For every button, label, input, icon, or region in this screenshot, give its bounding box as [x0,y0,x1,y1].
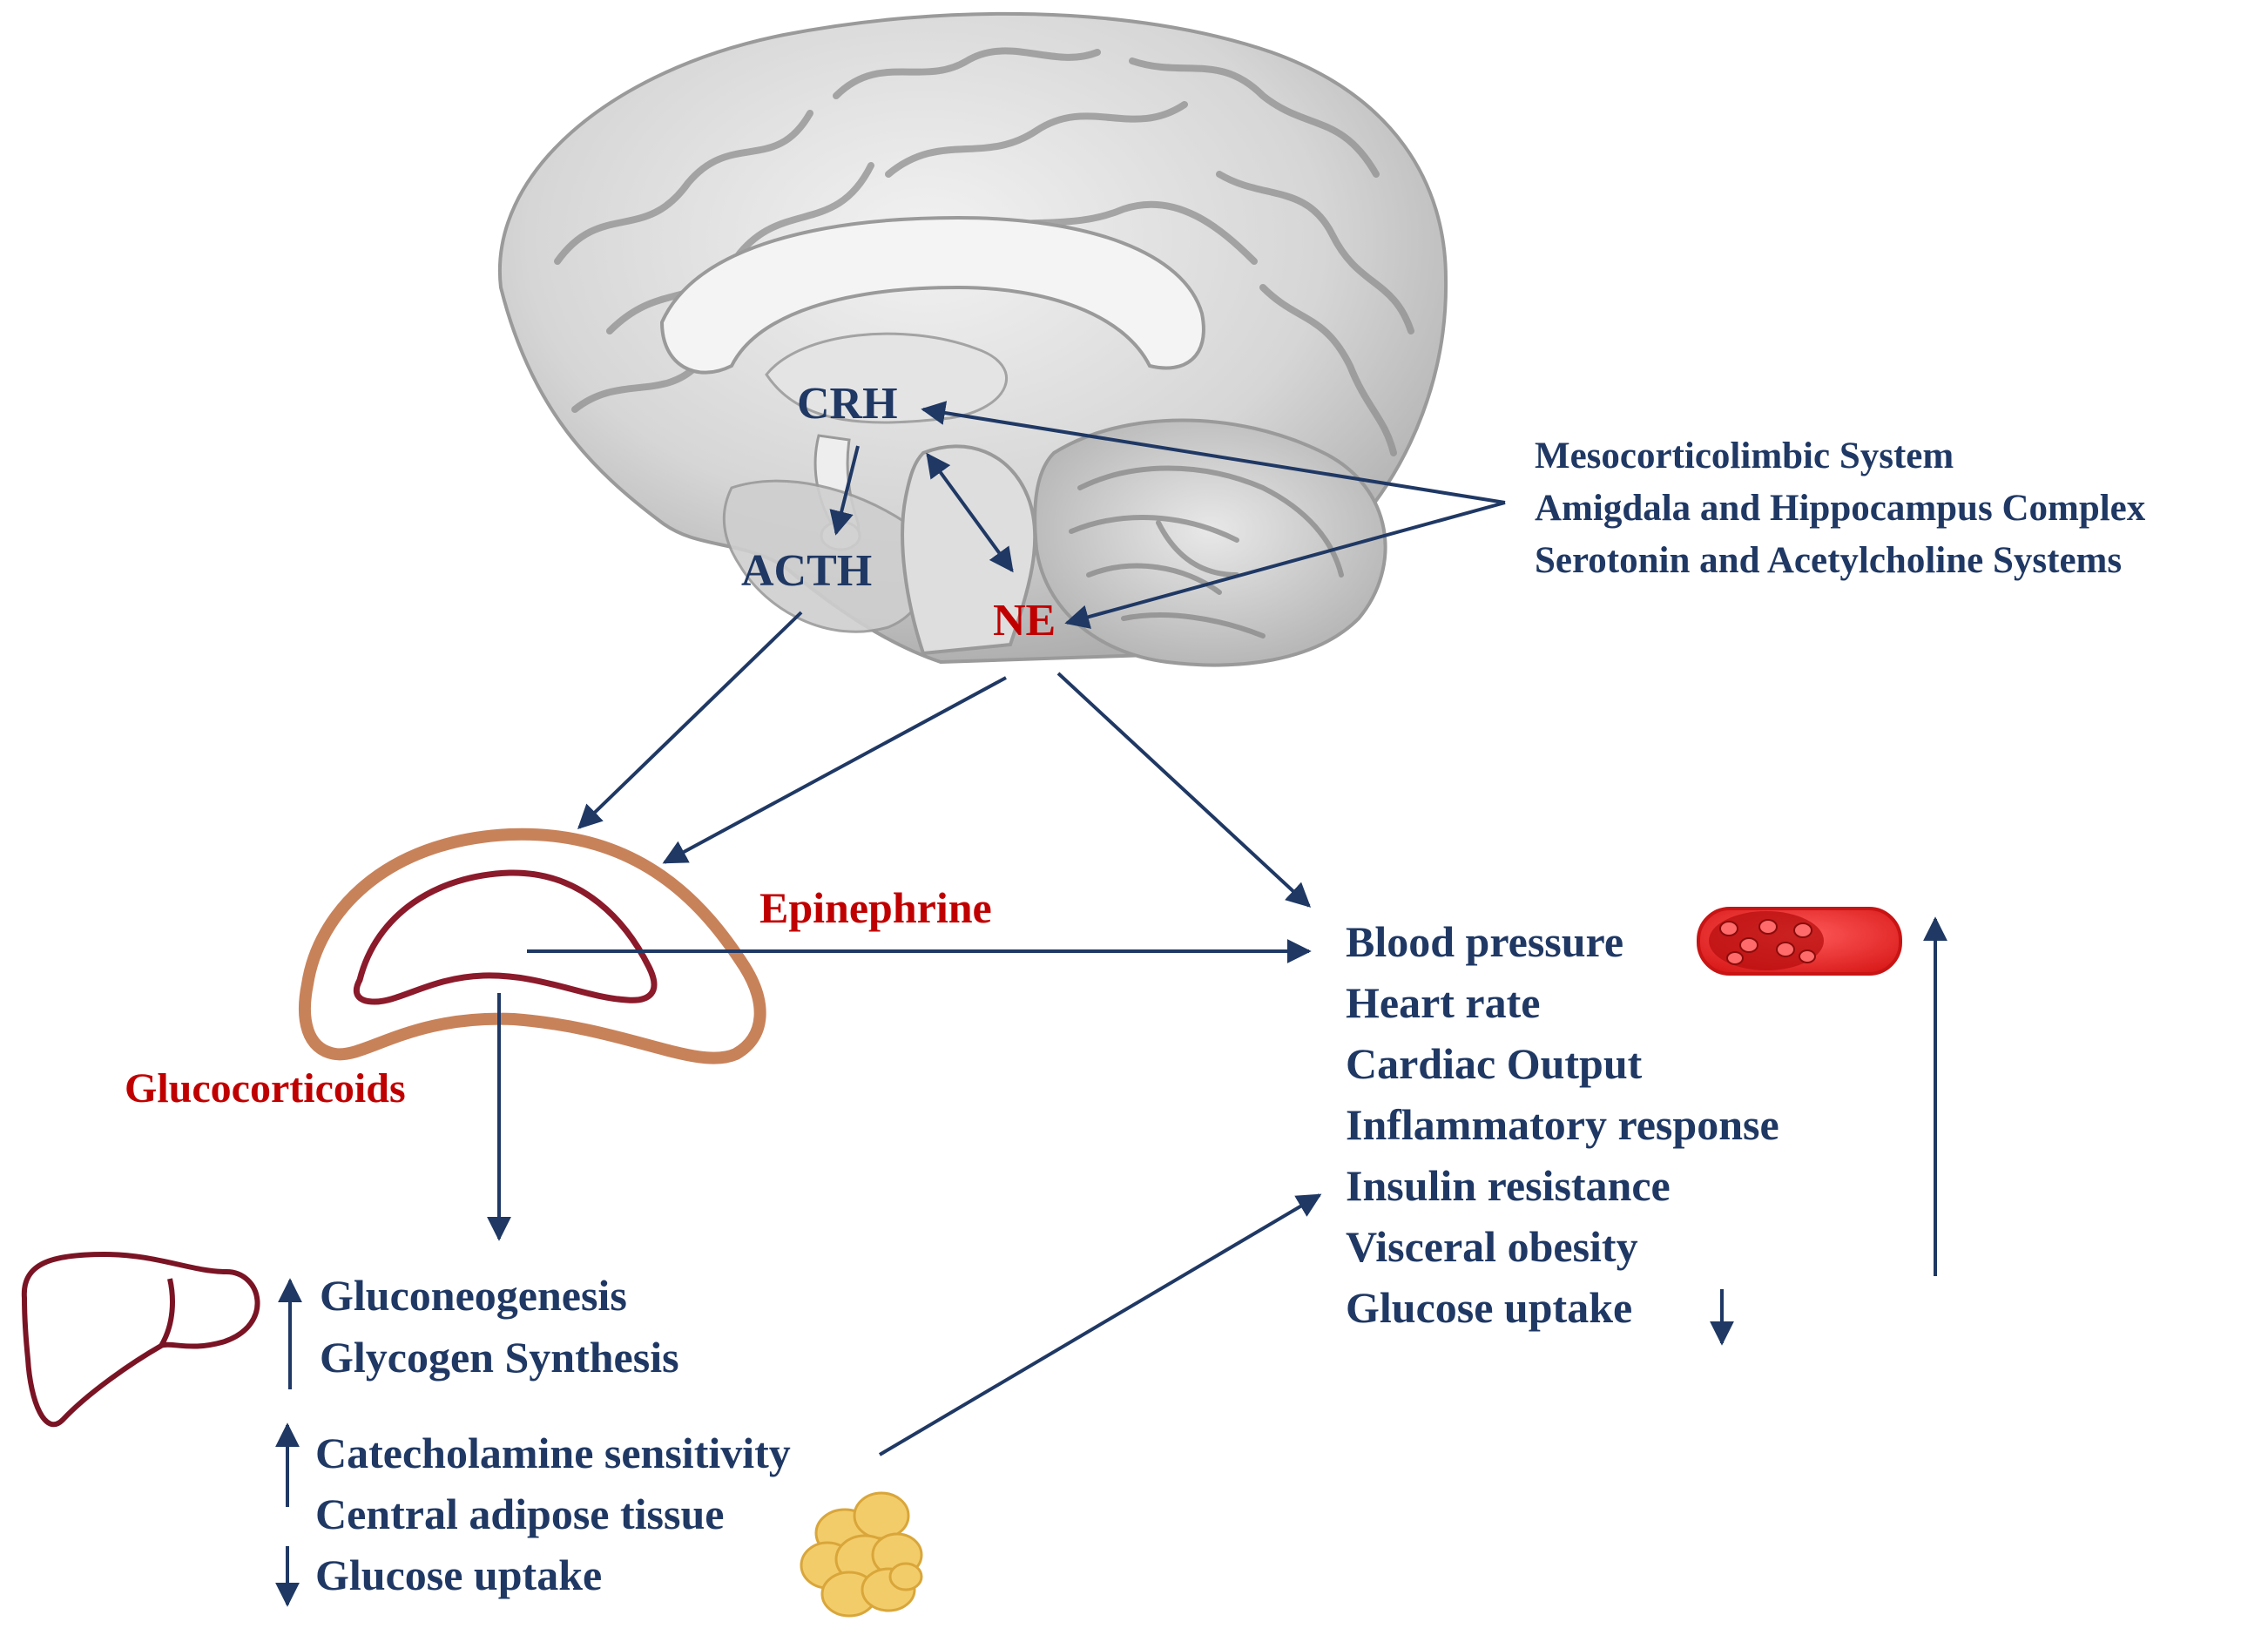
acth-label: ACTH [741,546,873,596]
effect-item: Heart rate [1346,978,1541,1027]
system-item: Mesocorticolimbic System [1535,436,1954,476]
systems-list: Mesocorticolimbic System Amigdala and Hi… [1535,430,2145,587]
arrow-systems-to-ne [1064,501,1506,629]
glucocorticoids-label: Glucocorticoids [125,1065,406,1111]
arrow-crh-to-acth [829,445,860,536]
adipose-tissue-icon [800,1491,923,1618]
arrow-ne-to-adrenal [662,676,1007,864]
effect-item: Glycogen Synthesis [320,1333,679,1382]
blood-vessel-icon [1697,907,1902,976]
liver-icon [21,1252,260,1428]
effect-item: Gluconeogenesis [320,1271,627,1320]
crh-label: CRH [797,379,898,429]
ne-label: NE [993,596,1056,645]
effect-item: Insulin resistance [1346,1161,1671,1210]
system-item: Serotonin and Acetylcholine Systems [1535,540,2123,581]
effect-item: Central adipose tissue [315,1490,725,1538]
effect-item: Blood pressure [1346,917,1624,966]
adrenal-gland-icon [299,828,766,1064]
effect-item: Visceral obesity [1346,1222,1638,1271]
effect-item: Inflammatory response [1346,1100,1779,1149]
arrow-acth-to-adrenal [577,611,803,829]
epinephrine-label: Epinephrine [759,883,992,932]
effect-item: Glucose uptake [1346,1283,1633,1332]
systemic-effects-list: Blood pressure Heart rate Cardiac Output… [1346,911,1779,1338]
effect-item: Cardiac Output [1346,1039,1643,1088]
cerebellum [1033,418,1387,667]
arrow-crh-ne-bidirectional [926,452,1014,573]
effect-item: Catecholamine sensitivity [315,1429,791,1477]
brain-illustration [497,11,1448,667]
system-item: Amigdala and Hippocampus Complex [1535,488,2146,529]
arrow-adipose-to-systemic [878,1193,1322,1456]
arrow-systems-to-crh [921,401,1506,504]
arrow-ne-to-systemic [1056,672,1312,908]
corpus-callosum [659,215,1205,375]
adipose-effects-list: Catecholamine sensitivity Central adipos… [315,1422,791,1605]
liver-effects-list: Gluconeogenesis Glycogen Synthesis [320,1265,679,1388]
effect-item: Glucose uptake [315,1551,603,1599]
